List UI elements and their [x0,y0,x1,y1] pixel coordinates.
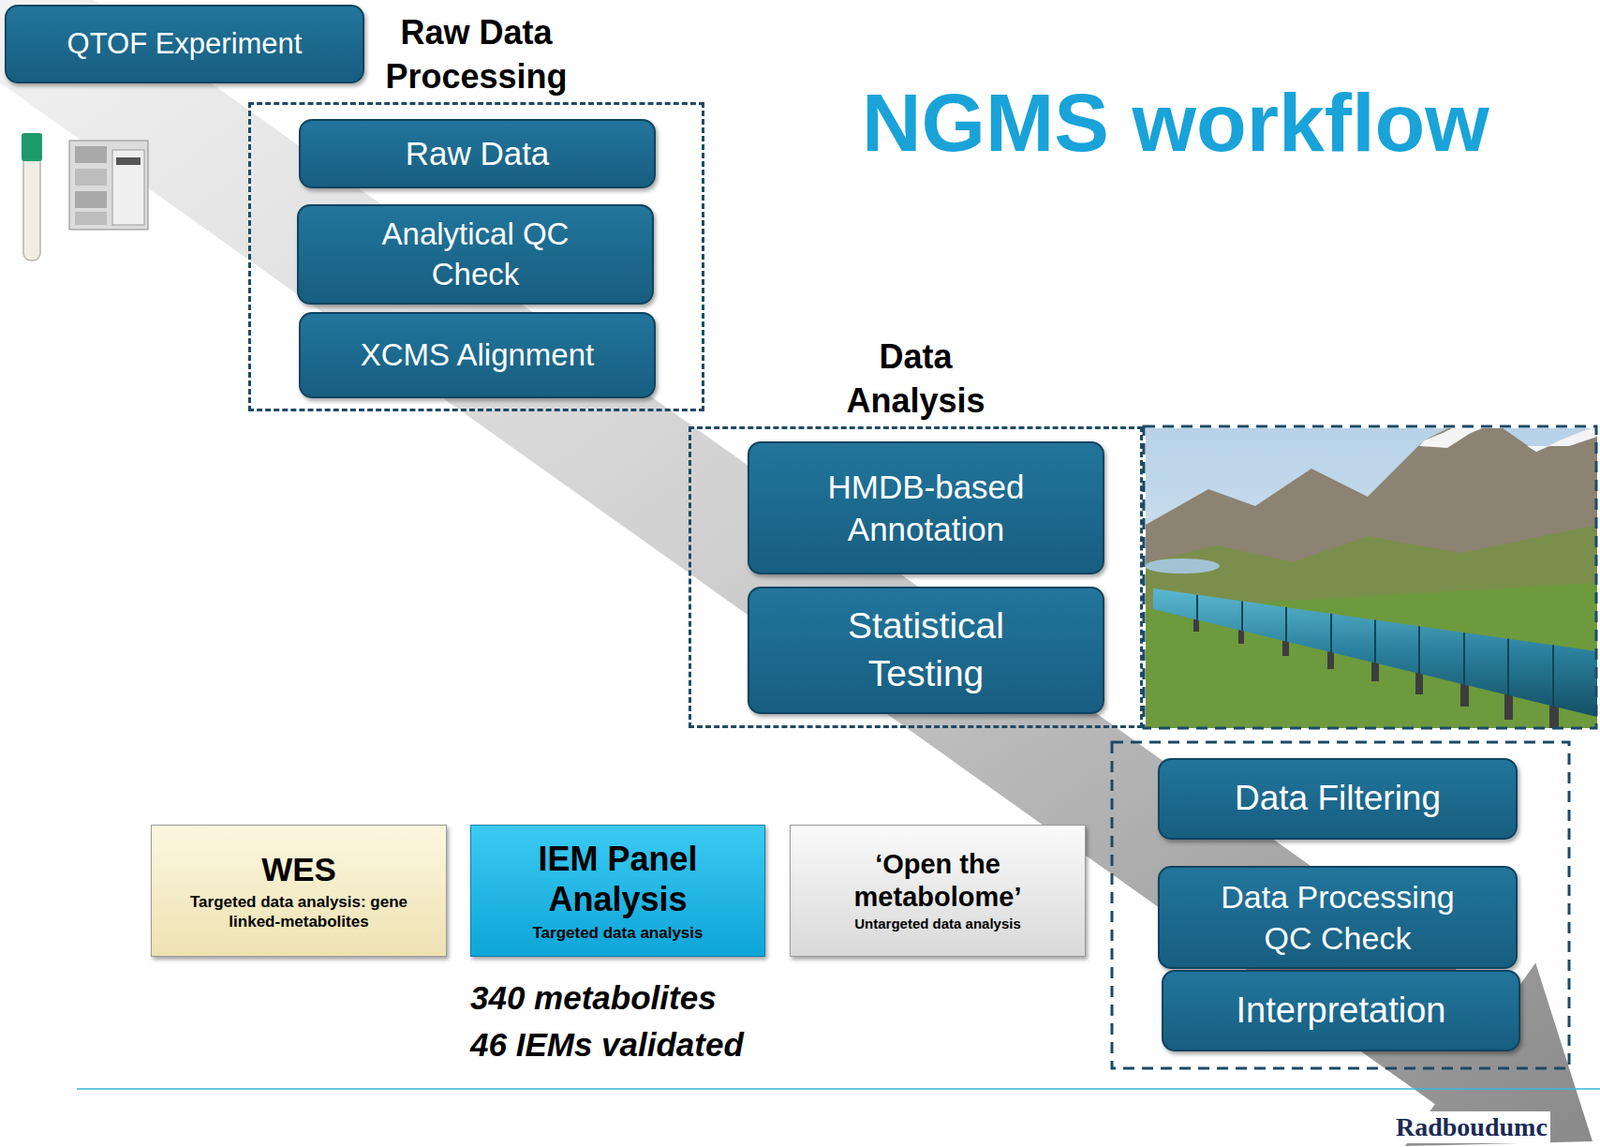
instrument-module [74,168,107,186]
process-box: HMDB-based Annotation [747,441,1105,575]
stat-note: 340 metabolites [467,977,720,1018]
process-box: Raw Data [298,118,656,189]
box-label: Analytical QC Check [340,214,612,296]
pipeline-photo [1145,428,1598,728]
box-label: Interpretation [1236,987,1447,1034]
pipeline-rings [1197,594,1554,707]
process-box: XCMS Alignment [298,311,656,399]
process-box: QTOF Experiment [4,4,365,84]
pipeline [1153,588,1598,717]
group-heading: Data Analysis [822,335,1010,424]
process-box: Interpretation [1161,969,1521,1052]
instrument-body [69,140,149,230]
analysis-mode-box: WESTargeted data analysis: gene linked-m… [150,824,447,957]
photo-lake [1145,558,1220,574]
analysis-mode-box: ‘Open the metabolome’Untargeted data ana… [789,824,1086,957]
instrument-panel [116,157,141,165]
box-label: XCMS Alignment [360,335,594,376]
process-box: Data Processing QC Check [1157,865,1518,969]
photo-snow [1526,428,1598,452]
box-label: HMDB-based Annotation [785,465,1067,551]
process-group: HMDB-based AnnotationStatistical Testing… [688,426,1143,728]
process-group: Raw DataAnalytical QC CheckXCMS Alignmen… [248,102,705,412]
logo-text: Radboudumc [1392,1111,1551,1143]
instrument-module [74,191,107,208]
stat-note: 46 IEMs validated [467,1024,747,1065]
interpretation-dashed-group [1111,741,1570,1068]
group-heading: Raw Data Processing [378,11,576,100]
diagram-title: NGMS workflow [861,74,1490,170]
process-box: Analytical QC Check [296,204,654,305]
box-subtitle: Untargeted data analysis [854,915,1022,934]
lcms-instrument-icon [69,140,149,230]
photo-dashed-frame [1143,426,1597,728]
instrument-module [74,211,107,225]
instrument-ms-unit [112,149,145,225]
box-label: Data Processing QC Check [1201,875,1474,959]
tube-cap [21,133,43,162]
box-subtitle: Targeted data analysis: gene linked-meta… [181,891,416,933]
process-box: Statistical Testing [747,586,1105,714]
footer-rule [76,1087,1600,1090]
box-heading: WES [261,849,337,889]
blood-tube-icon [21,133,43,261]
photo-hills [1145,524,1598,728]
box-heading: ‘Open the metabolome’ [820,847,1055,914]
analysis-mode-box: IEM Panel AnalysisTargeted data analysis [470,824,766,957]
photo-grass [1145,582,1598,728]
box-label: QTOF Experiment [67,25,303,63]
box-label: Raw Data [405,132,550,176]
photo-snow [1419,428,1495,448]
box-subtitle: Targeted data analysis [532,922,703,943]
box-heading: IEM Panel Analysis [496,838,741,919]
box-label: Statistical Testing [795,602,1058,697]
instrument-module [74,146,107,163]
process-box: Data Filtering [1157,757,1518,840]
box-label: Data Filtering [1234,775,1441,821]
